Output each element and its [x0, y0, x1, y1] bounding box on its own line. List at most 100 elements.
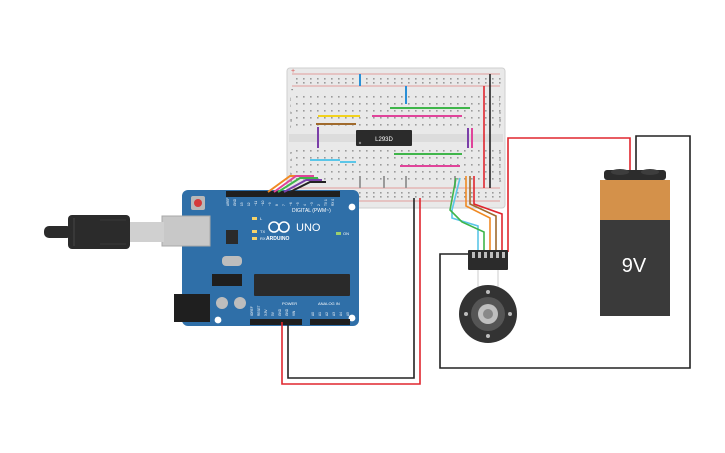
breadboard-hole	[324, 103, 326, 105]
breadboard-hole	[415, 178, 417, 180]
breadboard-hole	[387, 82, 389, 84]
breadboard-hole	[352, 150, 354, 152]
breadboard-hole	[352, 82, 354, 84]
breadboard-hole	[310, 96, 312, 98]
row-letter: b	[499, 171, 502, 176]
breadboard-hole	[380, 96, 382, 98]
breadboard-hole	[338, 164, 340, 166]
breadboard-hole	[436, 150, 438, 152]
breadboard-hole	[380, 82, 382, 84]
breadboard-hole	[310, 110, 312, 112]
breadboard-hole	[394, 103, 396, 105]
breadboard-hole	[464, 96, 466, 98]
digital-label: DIGITAL (PWM~)	[292, 208, 331, 214]
pin-label: ~6	[289, 202, 293, 206]
breadboard-hole	[450, 96, 452, 98]
breadboard-hole	[352, 117, 354, 119]
breadboard-hole	[387, 117, 389, 119]
breadboard-hole	[387, 78, 389, 80]
microcontroller-chip	[254, 274, 350, 296]
breadboard-hole	[310, 164, 312, 166]
breadboard-hole	[338, 78, 340, 80]
breadboard-hole	[310, 78, 312, 80]
pin-label: 4	[303, 204, 307, 206]
breadboard-hole	[478, 96, 480, 98]
breadboard-hole	[429, 157, 431, 159]
breadboard-hole	[401, 196, 403, 198]
wire-green-encoder	[449, 177, 485, 252]
pin-label: ~10	[261, 200, 265, 206]
pin-label: ~9	[268, 202, 272, 206]
breadboard-hole	[471, 150, 473, 152]
breadboard-hole	[359, 103, 361, 105]
analog-header[interactable]	[310, 319, 350, 325]
breadboard-hole	[450, 157, 452, 159]
row-letter: h	[499, 110, 501, 115]
breadboard-hole	[408, 157, 410, 159]
row-letter: f	[499, 124, 501, 129]
breadboard-hole	[303, 150, 305, 152]
row-letter: c	[290, 164, 292, 169]
breadboard-hole	[387, 103, 389, 105]
breadboard-hole	[296, 82, 298, 84]
row-letter: g	[499, 117, 501, 122]
breadboard-hole	[408, 110, 410, 112]
breadboard-hole	[387, 196, 389, 198]
breadboard-hole	[499, 96, 501, 98]
breadboard-hole	[429, 150, 431, 152]
digital-header[interactable]	[226, 191, 340, 197]
breadboard-hole	[429, 82, 431, 84]
breadboard-hole	[331, 82, 333, 84]
breadboard-hole	[366, 110, 368, 112]
reset-button-cap[interactable]	[194, 199, 202, 207]
breadboard-hole	[338, 157, 340, 159]
breadboard-hole	[471, 171, 473, 173]
breadboard-hole	[408, 117, 410, 119]
breadboard-hole	[471, 124, 473, 126]
arduino-uno-board[interactable]: L TX RX ON DIGITAL (PWM~) POWER ANALOG I…	[161, 190, 359, 326]
row-letter: d	[499, 157, 501, 162]
breadboard-hole	[380, 157, 382, 159]
breadboard-hole	[450, 103, 452, 105]
battery-icon[interactable]: 9V	[600, 169, 670, 316]
breadboard-hole	[485, 124, 487, 126]
led-tx	[252, 230, 257, 233]
pin-label: 3.3V	[264, 309, 268, 316]
row-letter: h	[290, 110, 292, 115]
breadboard-hole	[359, 171, 361, 173]
breadboard-hole	[457, 124, 459, 126]
breadboard-hole	[408, 192, 410, 194]
breadboard-hole	[373, 164, 375, 166]
breadboard-hole	[338, 171, 340, 173]
breadboard-hole	[324, 110, 326, 112]
usb-cable-icon[interactable]	[44, 215, 164, 249]
breadboard-hole	[471, 178, 473, 180]
breadboard-hole	[338, 117, 340, 119]
breadboard-hole	[345, 164, 347, 166]
breadboard-hole	[380, 103, 382, 105]
usb-chip	[226, 230, 238, 244]
motor-driver-chip[interactable]: L293D	[356, 130, 412, 146]
breadboard-hole	[380, 178, 382, 180]
breadboard-hole	[345, 78, 347, 80]
row-letter: f	[290, 124, 292, 129]
power-header[interactable]	[250, 319, 302, 325]
breadboard-hole	[457, 110, 459, 112]
breadboard-hole	[457, 196, 459, 198]
breadboard-hole	[436, 96, 438, 98]
breadboard-hole	[331, 103, 333, 105]
capacitor	[216, 297, 228, 309]
breadboard-hole	[464, 178, 466, 180]
breadboard-hole	[359, 157, 361, 159]
row-letter: a	[499, 178, 502, 183]
motor-encoder-icon[interactable]	[459, 250, 517, 343]
breadboard-hole	[415, 157, 417, 159]
breadboard-hole	[394, 82, 396, 84]
pin-label: A1	[318, 312, 322, 316]
row-letter: e	[499, 150, 502, 155]
usb-port[interactable]	[161, 215, 211, 247]
breadboard-hole	[352, 110, 354, 112]
power-jack[interactable]	[174, 294, 210, 322]
